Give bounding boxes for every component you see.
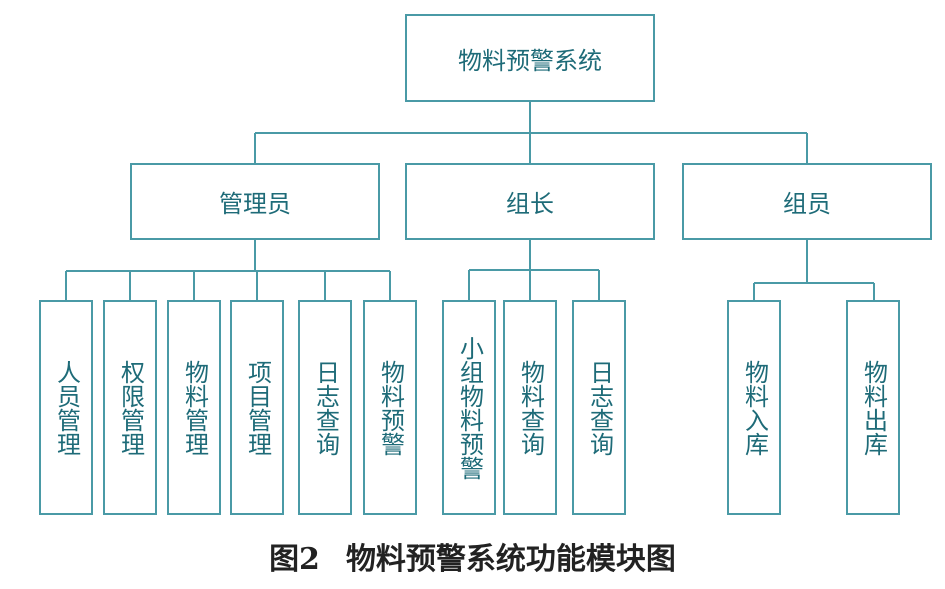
module-node-group-material-alert: 小组物料预警 [442, 300, 496, 515]
root-label: 物料预警系统 [458, 46, 602, 75]
figure-number: 图2 [269, 542, 320, 577]
role-label-leader: 组长 [506, 190, 554, 218]
connector-lines [65, 101, 875, 300]
module-node-log-query-leader: 日志查询 [572, 300, 626, 515]
module-label: 小组物料预警 [455, 335, 484, 480]
module-diagram: 物料预警系统 管理员 组长 组员 人员管理 权限管理 物料管理 项目管理 日志查… [39, 14, 932, 515]
module-node-material-inbound: 物料入库 [727, 300, 781, 515]
module-label: 物料入库 [740, 359, 769, 456]
module-label: 项目管理 [243, 359, 272, 456]
role-label-member: 组员 [783, 190, 831, 218]
module-node-material-alert: 物料预警 [363, 300, 417, 515]
root-node-system: 物料预警系统 [405, 14, 655, 102]
module-node-material-query: 物料查询 [503, 300, 557, 515]
role-label-admin: 管理员 [219, 190, 291, 218]
module-node-project: 项目管理 [230, 300, 284, 515]
role-node-leader: 组长 [405, 163, 655, 240]
module-node-material: 物料管理 [167, 300, 221, 515]
module-node-material-outbound: 物料出库 [846, 300, 900, 515]
module-label: 权限管理 [116, 359, 145, 456]
figure-title: 物料预警系统功能模块图 [345, 542, 676, 577]
module-label: 物料出库 [859, 359, 888, 456]
module-node-log-query-admin: 日志查询 [298, 300, 352, 515]
module-label: 人员管理 [52, 359, 81, 456]
module-node-permission: 权限管理 [103, 300, 157, 515]
role-node-admin: 管理员 [130, 163, 380, 240]
figure-caption: 图2 物料预警系统功能模块图 [0, 534, 945, 586]
module-node-personnel: 人员管理 [39, 300, 93, 515]
module-label: 物料查询 [516, 359, 545, 456]
module-label: 物料管理 [180, 359, 209, 456]
module-label: 物料预警 [376, 359, 405, 456]
module-label: 日志查询 [585, 359, 614, 456]
role-node-member: 组员 [682, 163, 932, 240]
module-label: 日志查询 [311, 359, 340, 456]
